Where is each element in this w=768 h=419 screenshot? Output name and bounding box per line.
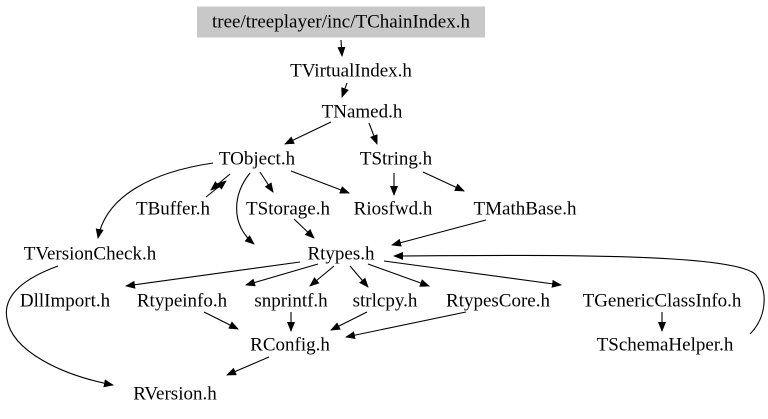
edge-rtypeinfo-rconfig [203,311,239,330]
edge-tobject-riosfwd [290,170,350,194]
edge-tchainindex-tvirtualindex [337,39,346,57]
edge-tobject-rtypes [236,172,255,245]
node-rversion[interactable]: RVersion.h [133,383,217,405]
edge-tstring-tmathbase [422,171,465,192]
edge-rtypes-strlcpy [349,265,369,288]
node-tgenericclassinfo[interactable]: TGenericClassInfo.h [582,290,742,312]
node-rtypescore[interactable]: RtypesCore.h [446,290,550,312]
edge-tbuffer-tobject [205,180,227,198]
node-strlcpy[interactable]: strlcpy.h [352,290,418,312]
node-tstring[interactable]: TString.h [359,148,433,170]
edge-rtypes-snprintf [309,265,335,287]
node-tvirtualindex[interactable]: TVirtualIndex.h [290,60,412,82]
node-tmathbase[interactable]: TMathBase.h [473,198,577,220]
edge-tversioncheck-rversion [5,265,114,388]
edge-rconfig-rversion [226,356,270,376]
edge-rtypes-dllimport [125,261,301,289]
node-riosfwd[interactable]: Riosfwd.h [353,198,433,220]
node-rtypes[interactable]: Rtypes.h [307,243,375,265]
node-tstorage[interactable]: TStorage.h [246,198,330,220]
edge-tvirtualindex-tnamed [341,82,349,98]
edge-tobject-tstorage [259,171,274,193]
edge-tmathbase-rtypes [391,219,487,247]
edges [5,39,765,388]
edge-tnamed-tstring [368,122,378,145]
edge-rtypes-tgenericclassinfo [383,260,562,288]
node-tversioncheck[interactable]: TVersionCheck.h [23,243,157,265]
edge-strlcpy-rconfig [330,311,368,331]
edge-rtypes-rtypescore [367,263,430,287]
node-snprintf[interactable]: snprintf.h [254,290,328,312]
node-tobject[interactable]: TObject.h [218,148,296,170]
node-tchainindex[interactable]: tree/treeplayer/inc/TChainIndex.h [197,6,485,38]
node-dllimport[interactable]: DllImport.h [19,290,111,312]
node-tschemahelper[interactable]: TSchemaHelper.h [596,334,734,356]
node-rtypeinfo[interactable]: Rtypeinfo.h [136,290,228,312]
edge-rtypescore-rconfig [345,311,467,340]
edge-tnamed-tobject [284,121,332,145]
edge-tschemahelper-rtypes [393,251,765,335]
node-tnamed[interactable]: TNamed.h [321,101,403,123]
node-tbuffer[interactable]: TBuffer.h [135,198,211,220]
node-rconfig[interactable]: RConfig.h [250,334,330,356]
edge-tstorage-rtypes [293,218,315,239]
edge-tobject-tversioncheck [95,162,214,239]
edge-rtypes-rtypeinfo [245,263,319,287]
